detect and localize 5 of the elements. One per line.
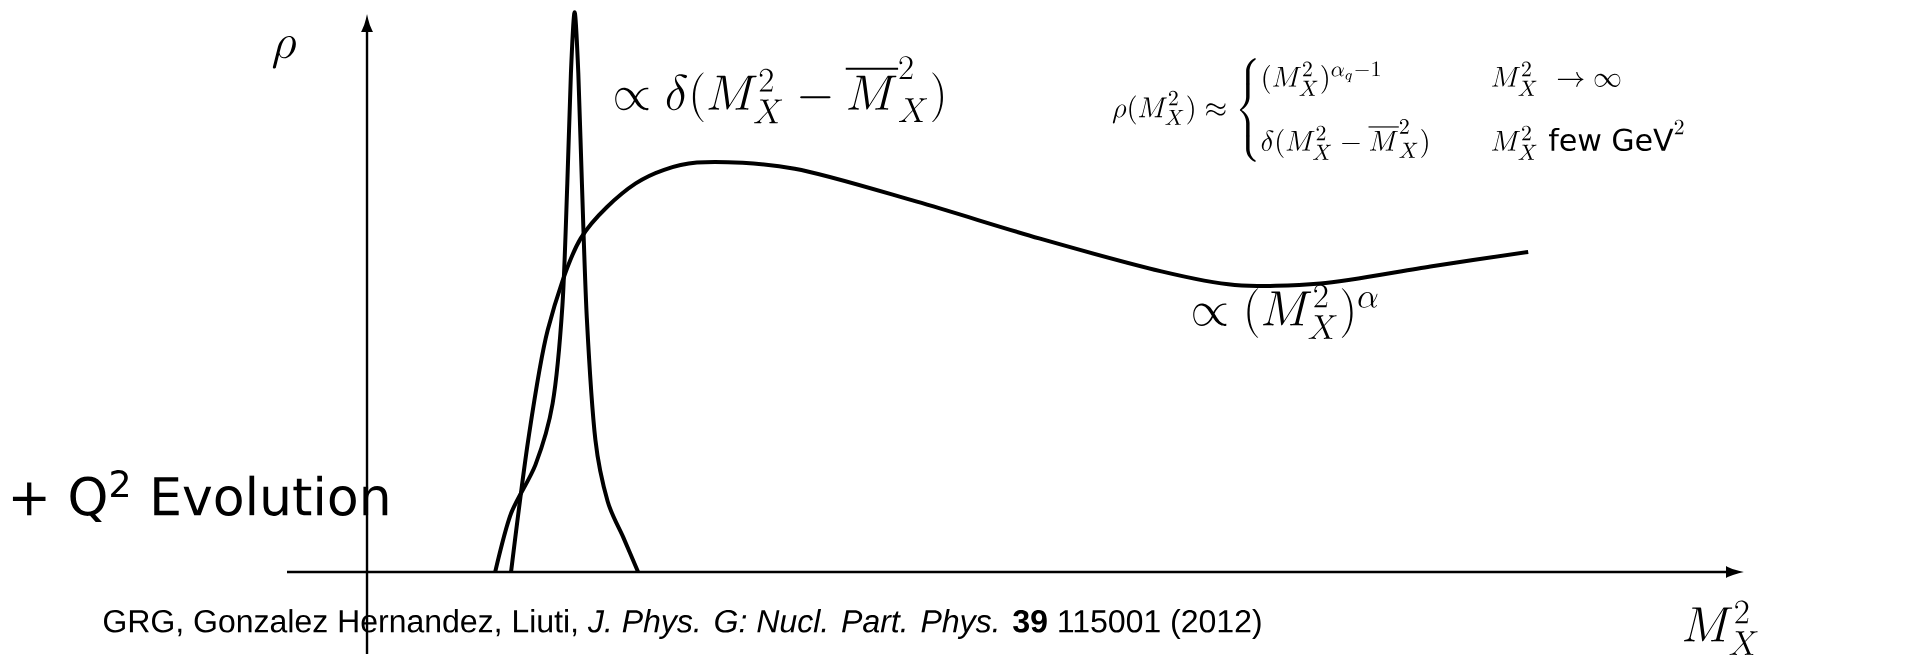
formula-label: $M_X^2$ bbox=[1684, 600, 1758, 655]
formula-label: $\propto\delta(M_X^2-\overline{M}_X^2)$ bbox=[615, 56, 943, 124]
formula-label: $\rho$ bbox=[272, 35, 296, 69]
formula-label: $\propto(M_X^2)^{\alpha}$ bbox=[1193, 284, 1378, 339]
formula-label: $\rho(M_X^2)\approx\begin{cases}(M_X^2)^{\alpha_q-1} & \quad M_X^2\ \to\infty\\[10pt] \delta(M_X^2-\overline{M}_X^2) & \quad M_X^2\ \mathrm{few\ GeV}^2\end{cases}$ bbox=[1112, 58, 1684, 162]
